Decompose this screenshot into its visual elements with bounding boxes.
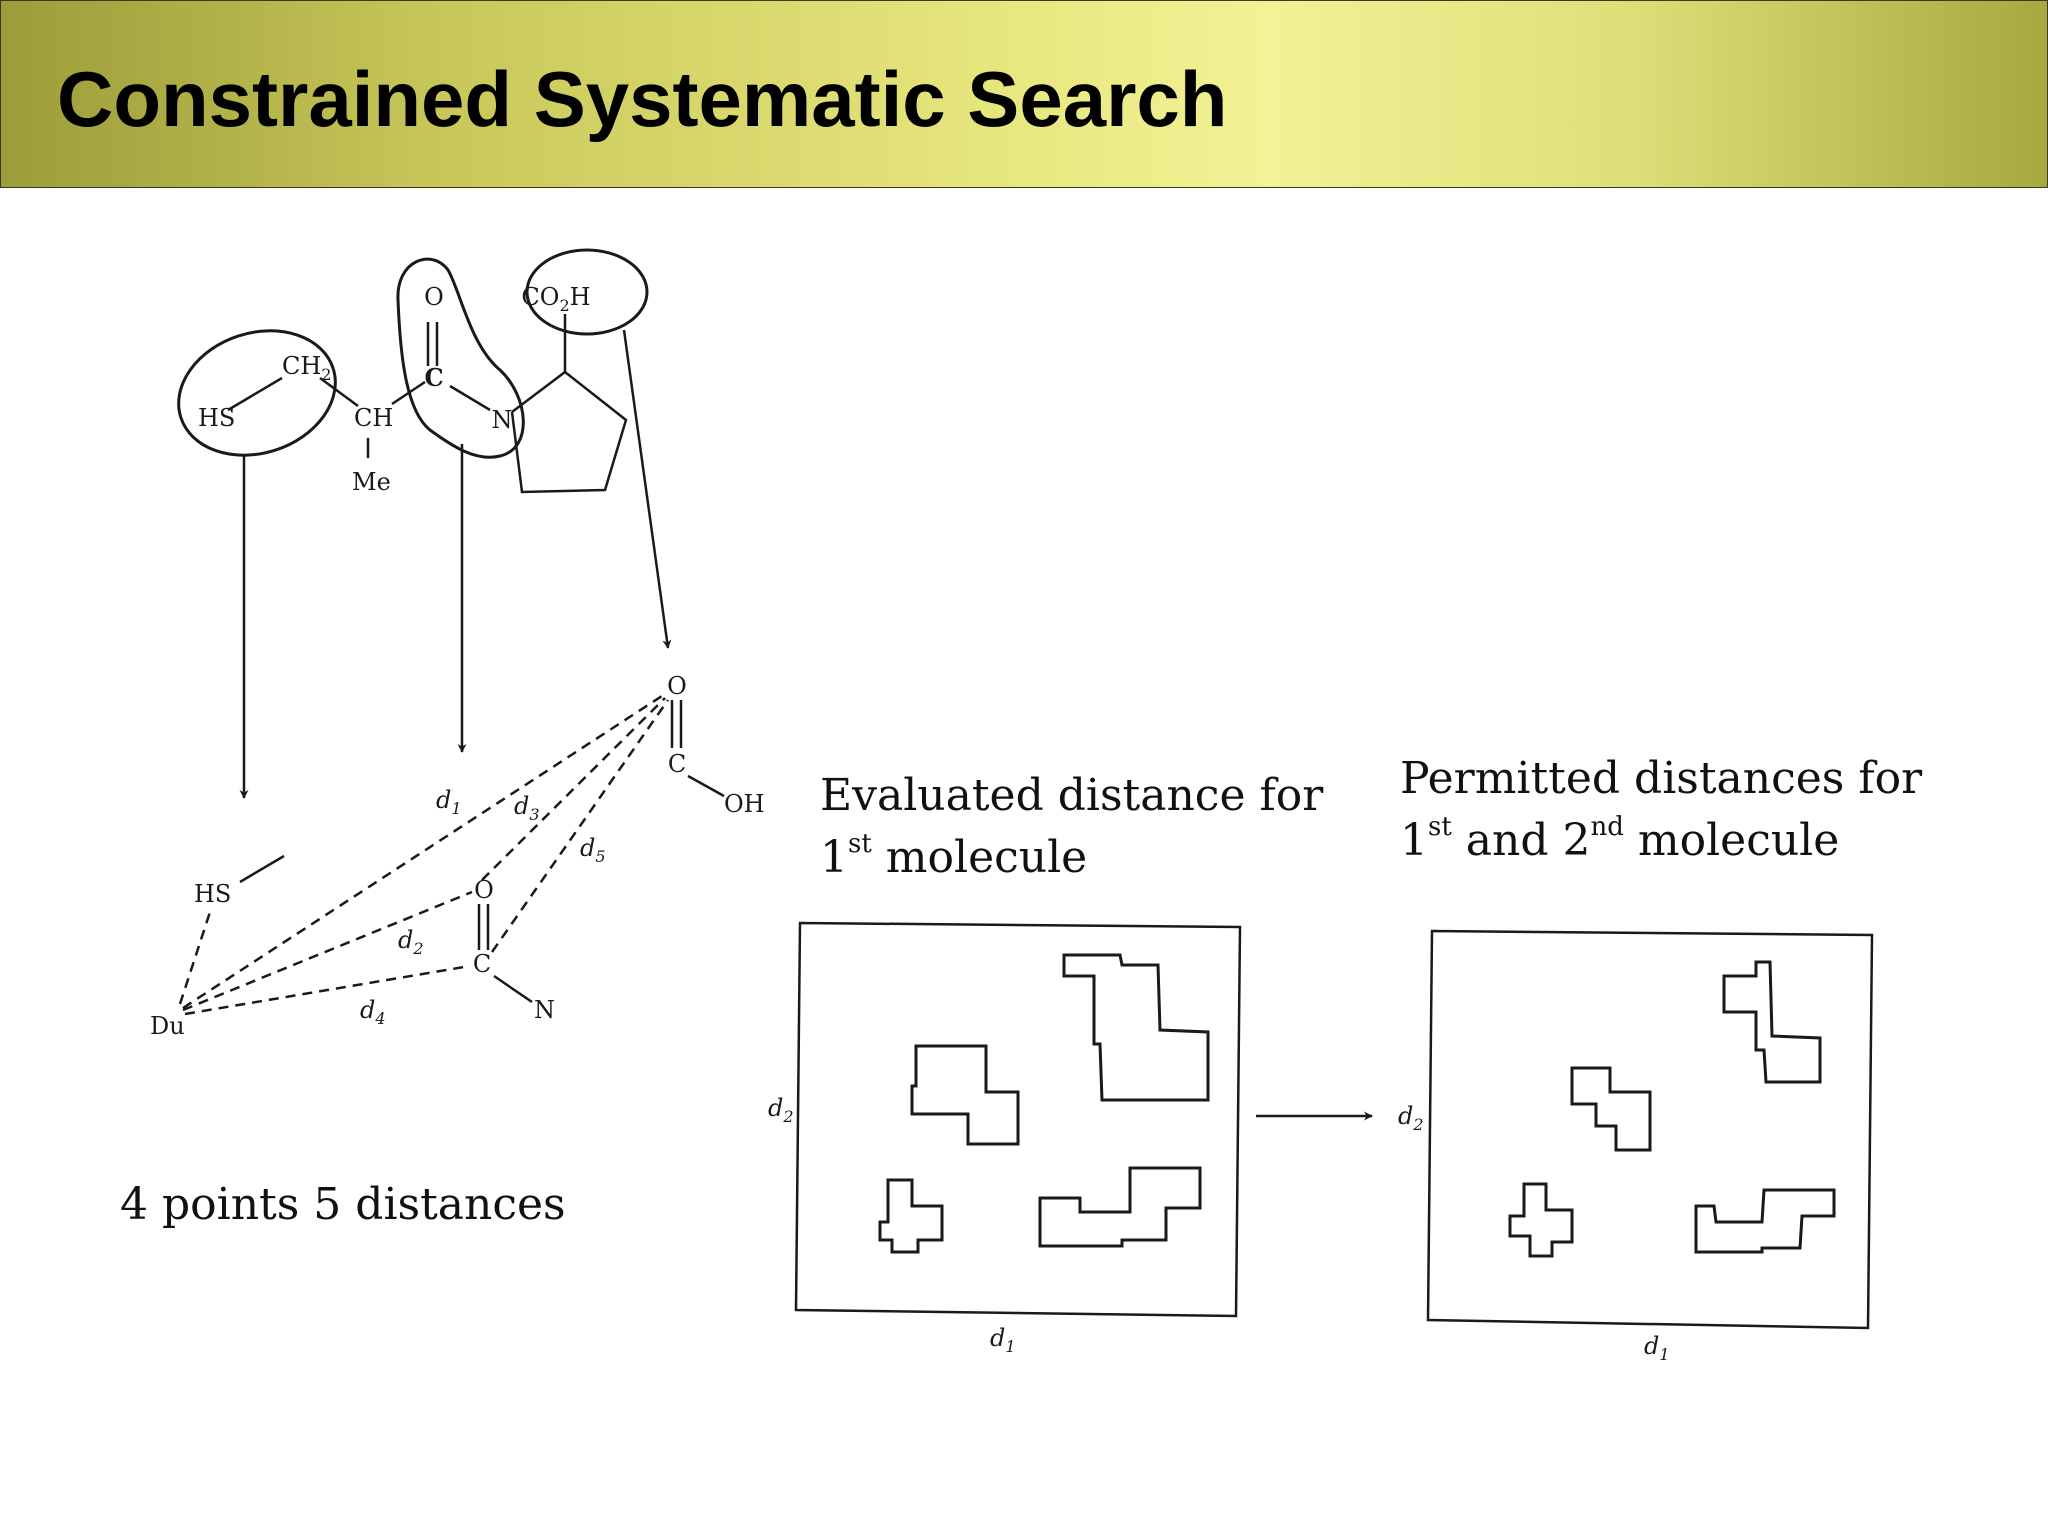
label-d2: d2 — [398, 926, 424, 958]
caption-evaluated-line2: 1st molecule — [820, 829, 1088, 883]
plot-permitted: d2 d1 — [1398, 929, 1874, 1364]
ph-atom-c-amide: C — [473, 950, 491, 978]
atom-ch2: CH2 — [282, 352, 331, 384]
permitted-region-middle-left — [1570, 1066, 1652, 1152]
mapping-arrows — [239, 329, 672, 799]
carboxyl-group-ellipse — [525, 248, 649, 336]
ph-atom-oh: OH — [724, 790, 765, 818]
atom-co2h: CO2H — [521, 283, 590, 315]
distance-lines — [178, 692, 670, 1016]
dist-line-d3 — [481, 697, 666, 881]
label-d5: d5 — [580, 834, 606, 866]
ph-atom-o-amide: O — [474, 876, 494, 904]
label-d4: d4 — [360, 996, 386, 1028]
distance-labels: d1 d2 d3 d4 d5 — [360, 786, 606, 1028]
plot-evaluated-frame — [794, 921, 1242, 1318]
caption-permitted-line1: Permitted distances for — [1400, 753, 1923, 804]
ph-atom-o-acid: O — [667, 672, 687, 700]
plot-evaluated: d2 d1 — [768, 921, 1242, 1356]
permitted-region-bottom-right — [1694, 1188, 1836, 1254]
ph-atom-hs: HS — [194, 880, 231, 908]
plot-permitted-frame — [1426, 929, 1874, 1330]
evaluated-region-middle-left — [910, 1044, 1020, 1146]
pharmacophore-labels: O C OH HS O C N Du — [150, 672, 765, 1040]
thiol-group-ellipse — [177, 329, 337, 457]
dist-line-d5 — [490, 699, 670, 953]
atom-n: N — [492, 406, 513, 434]
caption-evaluated-line1: Evaluated distance for — [820, 770, 1324, 821]
dist-line-d4 — [184, 964, 471, 1016]
atom-c: C — [424, 363, 443, 392]
evaluated-region-bottom-right — [1038, 1166, 1202, 1248]
permitted-region-top-right — [1722, 960, 1822, 1084]
group-highlights — [177, 248, 649, 459]
slide-title: Constrained Systematic Search — [57, 55, 1228, 143]
amide-group-outline — [396, 257, 525, 459]
evaluated-region-bottom-left — [878, 1178, 944, 1254]
ph-atom-du: Du — [150, 1012, 185, 1040]
dist-line-du-hs — [178, 911, 212, 1005]
caption-permitted: Permitted distances for 1st and 2nd mole… — [1400, 748, 1922, 872]
atom-o-top: O — [424, 283, 444, 311]
caption-permitted-line2: 1st and 2nd molecule — [1400, 812, 1840, 866]
label-d3: d3 — [514, 792, 540, 824]
molecule-structure — [227, 314, 628, 494]
permitted-region-bottom-left — [1508, 1182, 1574, 1258]
pharmacophore-bonds — [239, 700, 725, 1004]
atom-me: Me — [352, 468, 391, 496]
title-bar: Constrained Systematic Search — [0, 0, 2048, 188]
ph-atom-c-acid: C — [668, 750, 686, 778]
plot-evaluated-ylabel: d2 — [768, 1094, 794, 1126]
evaluated-region-top-right — [1062, 953, 1210, 1102]
caption-evaluated: Evaluated distance for 1st molecule — [820, 765, 1323, 889]
molecule-labels: O CO2H CH2 HS CH C N Me — [198, 283, 591, 496]
ph-atom-n: N — [534, 996, 555, 1024]
dist-line-d1 — [182, 692, 666, 1010]
atom-ch: CH — [354, 404, 393, 432]
dist-line-d2 — [182, 890, 473, 1012]
plot-permitted-xlabel: d1 — [1644, 1332, 1670, 1364]
arrow-carboxyl — [622, 329, 672, 649]
plot-permitted-ylabel: d2 — [1398, 1102, 1424, 1134]
label-d1: d1 — [436, 786, 462, 818]
plot-evaluated-xlabel: d1 — [990, 1324, 1016, 1356]
caption-summary: 4 points 5 distances — [120, 1179, 566, 1230]
atom-hs: HS — [198, 404, 235, 432]
